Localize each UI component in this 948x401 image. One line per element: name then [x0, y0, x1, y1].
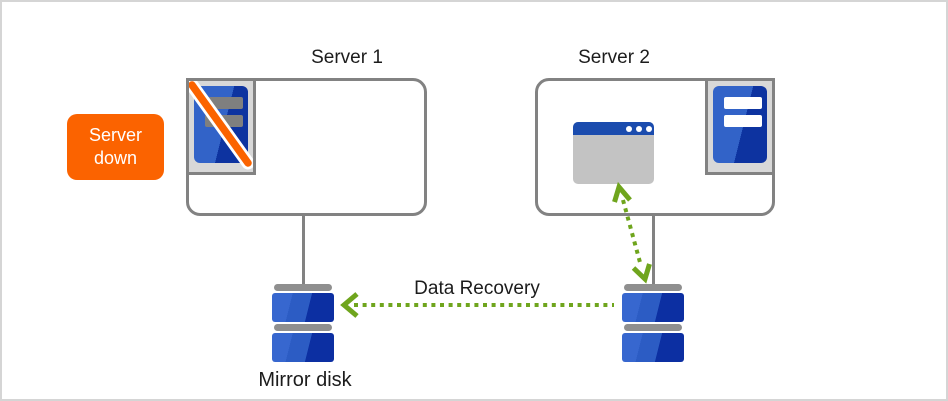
- titlebar-dot: [636, 126, 642, 132]
- disk-platter: [622, 333, 684, 362]
- disk-cap: [624, 324, 682, 331]
- mirror-disk-label: Mirror disk: [258, 369, 352, 391]
- titlebar-dot: [646, 126, 652, 132]
- server2-disk-connector-line: [651, 214, 655, 285]
- server2-title: Server 2: [578, 47, 650, 68]
- titlebar-dot: [626, 126, 632, 132]
- tower-bar: [724, 115, 762, 127]
- server-down-badge: Server down: [67, 114, 164, 180]
- down-slash-icon: [189, 81, 253, 170]
- mirror-disk-icon-left: [272, 284, 334, 364]
- data-recovery-label: Data Recovery: [414, 278, 540, 299]
- server1-title: Server 1: [311, 47, 383, 68]
- disk-platter: [622, 293, 684, 322]
- disk-platter: [272, 293, 334, 322]
- disk-cap: [274, 284, 332, 291]
- server-icon: [705, 78, 775, 175]
- app-window-titlebar: [573, 122, 654, 135]
- disk-platter: [272, 333, 334, 362]
- tower-bar: [724, 97, 762, 109]
- server-down-icon: [186, 78, 256, 175]
- app-window-icon: [573, 122, 654, 184]
- disk-cap: [624, 284, 682, 291]
- mirror-disk-icon-right: [622, 284, 684, 364]
- server1-disk-connector-line: [301, 214, 305, 285]
- server-tower-shape: [713, 86, 767, 163]
- disk-cap: [274, 324, 332, 331]
